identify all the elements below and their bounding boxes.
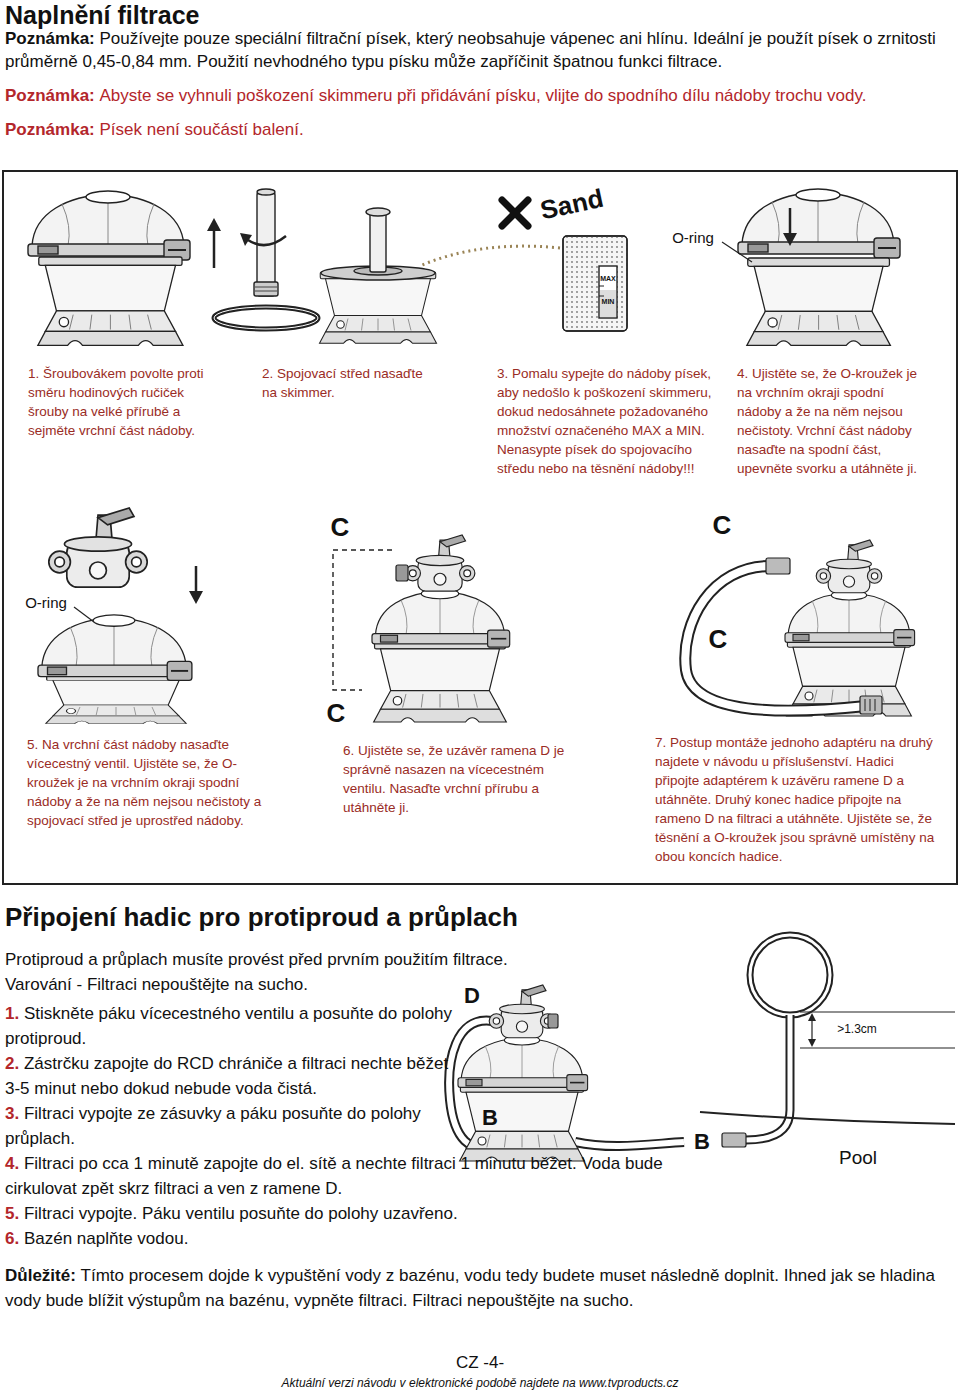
text-run: Tímto procesem dojde k vypuštění vody z … [5,1266,935,1310]
note: Poznámka:Používejte pouze speciální filt… [5,27,955,73]
text-run: Pool [839,1147,877,1168]
figure-label: C [709,625,728,655]
step-caption: 7. Postup montáže jednoho adaptéru na dr… [655,733,940,866]
text-run: MIN [602,298,615,305]
text-run: Filtraci vypojte. Páku ventilu posuňte d… [24,1204,458,1223]
figure-label: Pool [839,1147,877,1169]
text-run: C [331,512,350,542]
lead-label: 4. [5,1154,19,1173]
text-run: Bazén naplňte vodou. [24,1229,188,1248]
lead-label: Důležité: [5,1266,76,1285]
figure-step-2 [214,189,318,329]
step-caption: 5. Na vrchní část nádoby nasaďte víceces… [27,735,262,830]
list-item: 3.Filtraci vypojte ze zásuvky a páku pos… [5,1101,455,1151]
figure-step-3 [320,200,628,343]
text-run: Filtraci po cca 1 minutě zapojte do el. … [5,1154,663,1198]
figure-label: O-ring [672,229,714,246]
note: Poznámka: Písek není součástí balení. [5,118,955,141]
text-run: Sand [538,183,606,226]
text-run: C [713,510,732,540]
text-run: C [327,698,346,728]
important-note: Důležité:Tímto procesem dojde k vypuštěn… [5,1263,955,1313]
figure-step-5 [38,508,203,724]
text-run: Aktuální verzi návodu v elektronické pod… [282,1376,679,1390]
text-run: B [694,1129,710,1154]
paragraph: Protiproud a průplach musíte provést pře… [5,947,605,972]
lead-label: 2. [5,1054,19,1073]
text-run: Používejte pouze speciální filtrační pís… [5,29,936,71]
figure-label: MIN [602,298,615,306]
lead-label: 6. [5,1229,19,1248]
text-run: MAX [600,275,616,282]
page-title: Naplnění filtrace [5,0,200,30]
list-item: 4.Filtraci po cca 1 minutě zapojte do el… [5,1151,695,1201]
warning: Varování - Filtraci nepouštějte na sucho… [5,972,605,997]
text-run: 3. Pomalu sypejte do nádoby písek, aby n… [497,366,712,476]
text-run: 2. Spojovací střed nasaďte na skimmer. [262,366,423,400]
figure-step-4 [722,189,900,345]
text-run: O-ring [25,594,67,611]
figure-step-7 [685,540,914,716]
figure-frame [3,171,957,884]
text-run: CZ -4- [456,1353,504,1372]
figure-label: C [331,513,350,543]
lead-label: Poznámka: [5,120,95,139]
figure-label: Sand [538,184,606,226]
figure-label: B [694,1129,710,1154]
step-caption: 4. Ujistěte se, že O-kroužek je na vrchn… [737,364,932,478]
lead-label: 1. [5,1004,19,1023]
text-run: O-ring [672,229,714,246]
step-caption: 6. Ujistěte se, že uzávěr ramena D je sp… [343,741,573,817]
list-item: 6. Bazén naplňte vodou. [5,1226,695,1251]
figure-label: C [713,511,732,541]
footer-note: Aktuální verzi návodu v elektronické pod… [282,1377,679,1391]
step-caption: 1. Šroubovákem povolte proti směru hodin… [28,364,218,440]
figure-label: B [482,1105,498,1130]
step-caption: 3. Pomalu sypejte do nádoby písek, aby n… [497,364,712,478]
text-column: Protiproud a průplach musíte provést pře… [5,947,955,1313]
lead-label: Poznámka: [5,86,95,105]
figure-label: C [327,699,346,729]
text-run: B [482,1105,498,1130]
list-item: 5. Filtraci vypojte. Páku ventilu posuňte… [5,1201,695,1226]
text-run: 5. Na vrchní část nádoby nasaďte víceces… [27,737,261,828]
step-caption: 2. Spojovací střed nasaďte na skimmer. [262,364,437,402]
text-column: Poznámka:Používejte pouze speciální filt… [5,27,955,141]
lead-label: 3. [5,1104,19,1123]
list-item: 2.Zástrčku zapojte do RCD chrániče a fil… [5,1051,455,1101]
figure-label: D [464,983,480,1008]
text-run: >1.3cm [837,1022,877,1036]
text-run: D [464,983,480,1008]
text-run: Abyste se vyhnuli poškození skimmeru při… [100,86,867,105]
text-run: 1. Šroubovákem povolte proti směru hodin… [28,366,204,438]
figure-label: >1.3cm [837,1023,877,1037]
figure-backwash [449,935,955,1161]
figure-step-1 [28,191,221,345]
page-number: CZ -4- [456,1353,504,1373]
text-run: Písek není součástí balení. [100,120,304,139]
text-run: Zástrčku zapojte do RCD chrániče a filtr… [5,1054,448,1098]
section-heading: Připojení hadic pro protiproud a průplac… [5,901,955,933]
text-run: C [709,624,728,654]
list-item: 1.Stiskněte páku vícecestného ventilu a … [5,1001,455,1051]
figure-label: MAX [600,275,616,283]
text-run: Protiproud a průplach musíte provést pře… [5,950,508,969]
note: Poznámka: Abyste se vyhnuli poškození ski… [5,84,955,107]
figure-label: O-ring [25,594,67,611]
text-run: 6. Ujistěte se, že uzávěr ramena D je sp… [343,743,564,815]
lead-label: Poznámka: [5,29,95,48]
text-run: Připojení hadic pro protiproud a průplac… [5,902,518,932]
text-run: Stiskněte páku vícecestného ventilu a po… [5,1004,452,1048]
text-run: 4. Ujistěte se, že O-kroužek je na vrchn… [737,366,917,476]
lead-label: 5. [5,1204,19,1223]
text-run: Varování - Filtraci nepouštějte na sucho… [5,975,308,994]
figure-step-6 [333,535,510,722]
text-run: Filtraci vypojte ze zásuvky a páku posuň… [5,1104,421,1148]
text-run: 7. Postup montáže jednoho adaptéru na dr… [655,735,934,864]
